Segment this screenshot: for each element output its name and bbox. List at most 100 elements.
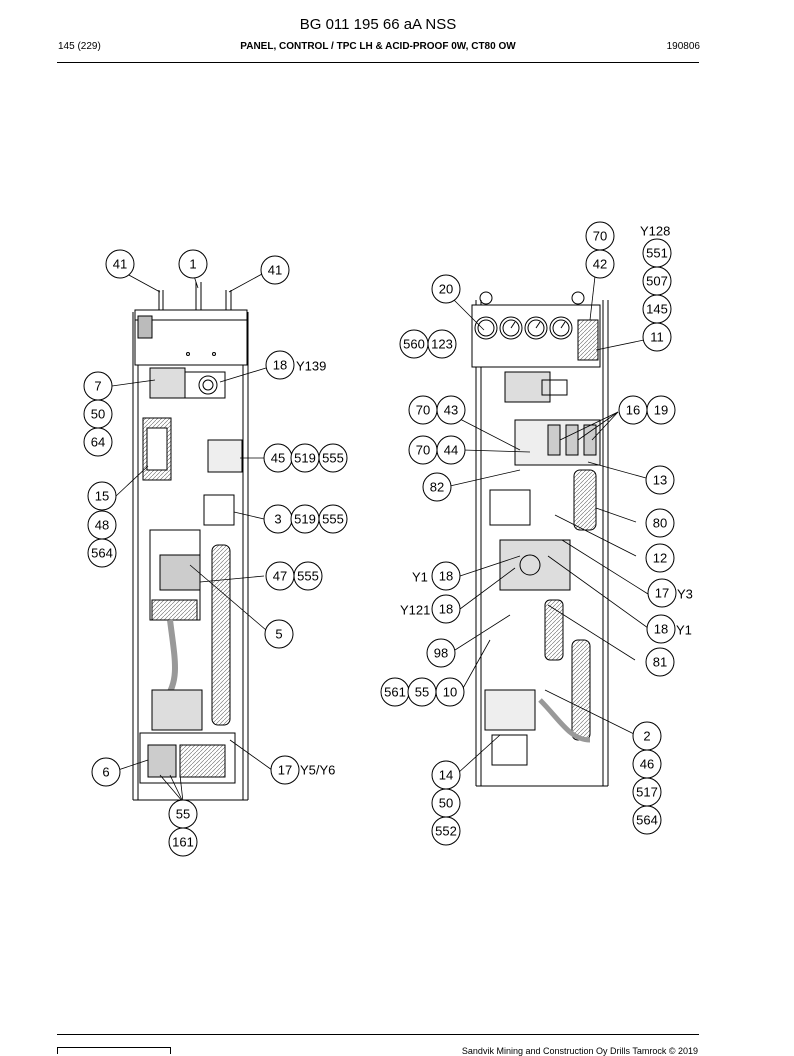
right-callout-label: 10	[443, 685, 457, 700]
right-callout-circle	[642, 322, 672, 352]
left-designation-y139: Y139	[296, 359, 326, 374]
left-callout-circle	[83, 427, 113, 457]
left-callout-circle	[168, 827, 198, 857]
right-callout-label: 507	[646, 274, 668, 289]
right-callout-label: 18	[439, 602, 453, 617]
right-callout-circle	[436, 395, 466, 425]
left-callout-label: 48	[95, 518, 109, 533]
right-callout-label: 14	[439, 768, 453, 783]
left-callout-circle	[178, 249, 208, 279]
left-callout-circle	[270, 755, 300, 785]
left-callout-circle	[105, 249, 135, 279]
document-code: 190806	[666, 41, 700, 52]
left-callout-circle	[318, 504, 348, 534]
footer-copyright: Sandvik Mining and Construction Oy Drill…	[461, 1046, 698, 1056]
right-callout-label: 42	[593, 257, 607, 272]
right-callout-circle	[646, 395, 676, 425]
left-callout-label: 47	[273, 569, 287, 584]
left-callout-labels: 41 1 41 18 7 50 64 45 519 555 15 48 564 …	[91, 257, 344, 850]
right-designation-y128: Y128	[640, 224, 670, 239]
left-callout-label: 6	[102, 765, 109, 780]
right-designation-y121: Y121	[400, 603, 430, 618]
right-callout-label: 2	[643, 729, 650, 744]
right-callout-label: 12	[653, 551, 667, 566]
left-callout-circle	[265, 350, 295, 380]
right-callout-label: 82	[430, 480, 444, 495]
left-callout-label: 564	[91, 546, 113, 561]
left-callout-circle	[264, 619, 294, 649]
left-leader-lines	[111, 273, 273, 803]
right-callout-label: 13	[653, 473, 667, 488]
right-callout-circle	[431, 274, 461, 304]
right-callout-label: 123	[431, 337, 453, 352]
right-callout-label: 43	[444, 403, 458, 418]
right-callout-label: 517	[636, 785, 658, 800]
right-callout-circle	[436, 435, 466, 465]
right-callout-label: 561	[384, 685, 406, 700]
left-callout-label: 41	[268, 263, 282, 278]
left-callout-label: 1	[189, 257, 196, 272]
right-callout-label: 81	[653, 655, 667, 670]
right-callout-circle	[632, 805, 662, 835]
left-callout-circle	[87, 538, 117, 568]
right-callout-circle	[645, 647, 675, 677]
right-callout-label: 16	[626, 403, 640, 418]
right-callout-label: 70	[593, 229, 607, 244]
right-callout-circle	[427, 329, 457, 359]
left-callout-circle	[260, 255, 290, 285]
document-id: BG 011 195 66 aA NSS	[299, 16, 457, 33]
left-designations: Y139 Y5/Y6	[296, 359, 335, 778]
right-callout-label: 18	[654, 622, 668, 637]
left-callout-label: 161	[172, 835, 194, 850]
right-callout-circle	[645, 508, 675, 538]
right-callout-circle	[422, 472, 452, 502]
right-callout-label: 70	[416, 443, 430, 458]
right-callout-circle	[426, 638, 456, 668]
left-callout-group	[83, 249, 348, 857]
right-callout-label: 20	[439, 282, 453, 297]
right-callout-label: 11	[650, 330, 664, 345]
header-rule	[57, 62, 699, 63]
left-callout-label: 5	[275, 627, 282, 642]
right-callout-label: 560	[403, 337, 425, 352]
left-callout-label: 50	[91, 407, 105, 422]
right-designation-y3: Y3	[677, 587, 693, 602]
right-callout-circle	[645, 465, 675, 495]
right-panel-assembly	[471, 291, 609, 787]
left-callout-circle	[87, 481, 117, 511]
left-callout-label: 18	[273, 358, 287, 373]
footer-rule	[57, 1034, 699, 1035]
right-callout-labels: 70 551 42 507 20 145 11 560 123 70 43 16…	[384, 229, 669, 839]
right-callout-circle	[645, 543, 675, 573]
left-callout-circle	[293, 561, 323, 591]
right-callout-label: 50	[439, 796, 453, 811]
left-callout-label: 15	[95, 489, 109, 504]
page-number: 145 (229)	[58, 41, 101, 52]
right-callout-group	[380, 221, 677, 846]
left-callout-label: 555	[322, 512, 344, 527]
right-callout-label: 18	[439, 569, 453, 584]
left-callout-label: 3	[274, 512, 281, 527]
left-callout-label: 64	[91, 435, 105, 450]
left-callout-label: 555	[297, 569, 319, 584]
left-callout-circle	[318, 443, 348, 473]
right-designation-y1-b: Y1	[676, 623, 692, 638]
left-callout-label: 41	[113, 257, 127, 272]
right-callout-label: 70	[416, 403, 430, 418]
right-callout-label: 98	[434, 646, 448, 661]
left-callout-circle	[91, 757, 121, 787]
right-designation-y1-a: Y1	[412, 570, 428, 585]
left-panel-assembly	[132, 282, 249, 801]
right-callout-label: 46	[640, 757, 654, 772]
left-callout-label: 7	[94, 379, 101, 394]
left-callout-label: 519	[294, 451, 316, 466]
right-callout-label: 564	[636, 813, 658, 828]
right-callout-label: 55	[415, 685, 429, 700]
right-callout-label: 552	[435, 824, 457, 839]
sandvik-logo	[57, 1047, 171, 1054]
left-callout-label: 555	[322, 451, 344, 466]
right-callout-circle	[435, 677, 465, 707]
right-callout-circle	[646, 614, 676, 644]
left-callout-label: 45	[271, 451, 285, 466]
